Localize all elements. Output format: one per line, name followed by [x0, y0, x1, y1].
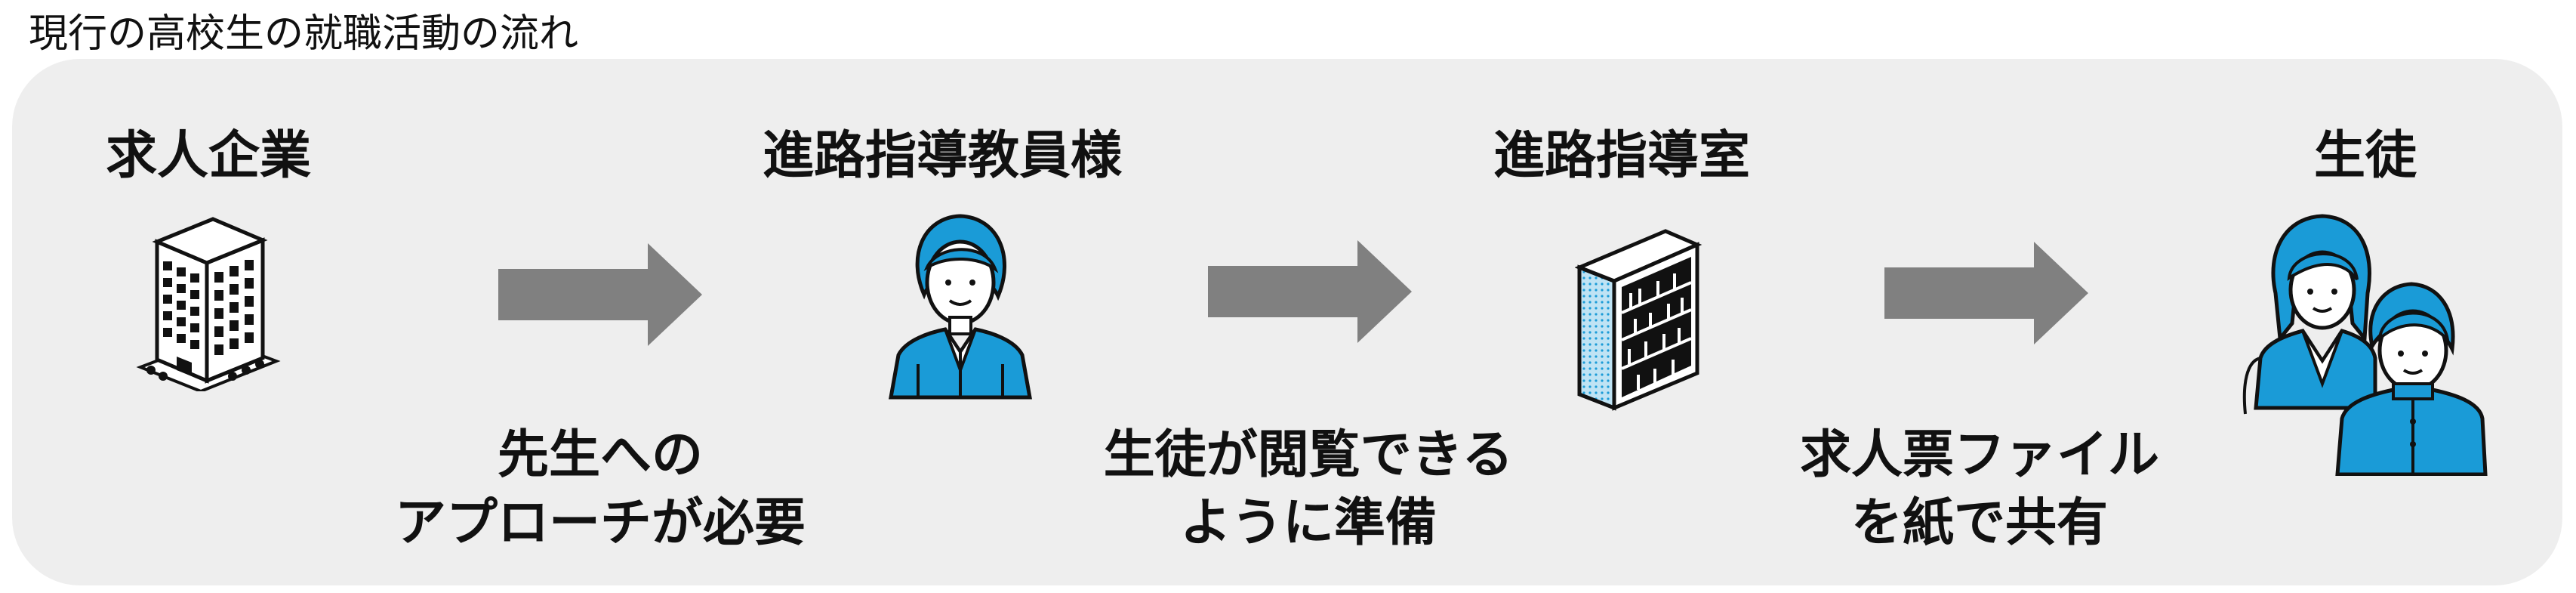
node-label-students: 生徒 — [2314, 126, 2417, 186]
step-note-3-line-2: を紙で共有 — [1850, 493, 2109, 553]
step-note-2-line-1: 生徒が閲覧できる — [1103, 425, 1514, 485]
node-label-teacher: 進路指導教員様 — [763, 126, 1123, 186]
node-label-room: 進路指導室 — [1493, 126, 1751, 186]
step-note-2: 生徒が閲覧できる ように準備 — [1104, 422, 1514, 557]
step-note-1: 先生への アプローチが必要 — [395, 422, 806, 557]
node-label-company: 求人企業 — [106, 126, 312, 186]
teacher-icon — [885, 204, 1036, 400]
step-note-3-line-1: 求人票ファイル — [1799, 425, 2160, 485]
arrow-right-icon — [1208, 240, 1412, 343]
step-note-3: 求人票ファイル を紙で共有 — [1800, 422, 2159, 557]
diagram-title: 現行の高校生の就職活動の流れ — [29, 11, 579, 57]
arrow-right-icon — [1884, 242, 2088, 344]
step-note-1-line-2: アプローチが必要 — [394, 493, 806, 553]
bookshelf-icon — [1575, 215, 1703, 411]
office-building-icon — [133, 202, 284, 391]
flow-panel — [12, 59, 2562, 585]
students-icon — [2239, 210, 2488, 476]
step-note-2-line-2: ように準備 — [1179, 493, 1437, 553]
arrow-right-icon — [498, 243, 702, 346]
step-note-1-line-1: 先生への — [497, 425, 704, 485]
